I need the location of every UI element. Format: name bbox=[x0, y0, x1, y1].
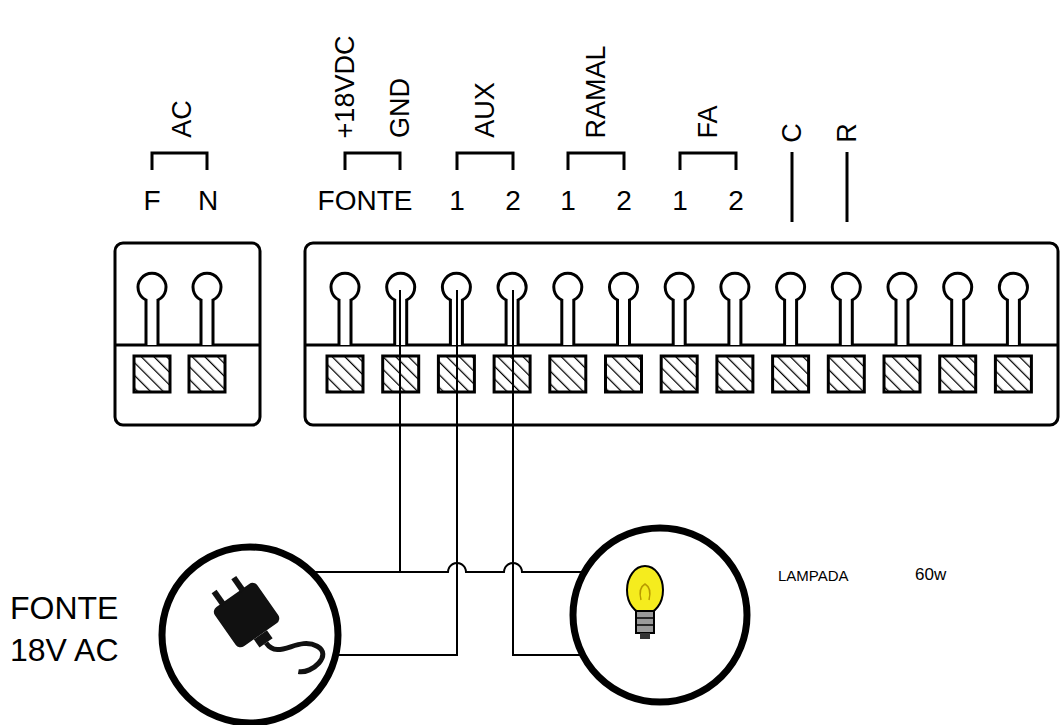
pin-label: N bbox=[198, 187, 218, 215]
ac-terminal-block bbox=[115, 243, 260, 425]
screw-hole bbox=[944, 273, 972, 345]
screw-hole bbox=[721, 273, 749, 345]
group-label: +18VDC bbox=[332, 35, 359, 138]
brackets bbox=[152, 152, 847, 222]
lamp: LAMPADA60w bbox=[573, 528, 747, 702]
pin-label: 1 bbox=[560, 187, 576, 215]
terminal-screw bbox=[327, 356, 363, 392]
group-label: FA bbox=[695, 105, 722, 138]
terminal-screw bbox=[550, 356, 586, 392]
terminal-screw bbox=[828, 356, 864, 392]
bulb-icon bbox=[627, 566, 663, 639]
group-label: AC bbox=[169, 100, 196, 138]
screw-hole bbox=[554, 273, 582, 345]
wires bbox=[336, 290, 583, 655]
terminal-screw bbox=[940, 356, 976, 392]
terminal-screw bbox=[661, 356, 697, 392]
block-divider bbox=[115, 344, 260, 347]
terminal-screw bbox=[717, 356, 753, 392]
terminal-screw bbox=[773, 356, 809, 392]
pin-label: 1 bbox=[449, 187, 465, 215]
screw-hole bbox=[777, 273, 805, 345]
pin-label: 2 bbox=[728, 187, 744, 215]
screw-hole bbox=[138, 273, 166, 345]
screw-hole bbox=[193, 273, 221, 345]
screw-hole bbox=[331, 273, 359, 345]
power-supply-circle bbox=[162, 547, 338, 723]
screw-hole bbox=[609, 273, 637, 345]
pin-label: 2 bbox=[616, 187, 632, 215]
group-label: C bbox=[779, 123, 806, 143]
power-supply: FONTE 18V AC bbox=[162, 547, 338, 723]
wire bbox=[310, 563, 586, 572]
node-caption: LAMPADA bbox=[778, 568, 849, 585]
group-label: RAMAL bbox=[583, 45, 610, 138]
lamp-circle bbox=[573, 528, 747, 702]
terminal-screw bbox=[995, 356, 1031, 392]
screw-hole bbox=[665, 273, 693, 345]
group-label: R bbox=[834, 123, 861, 143]
screw-hole bbox=[832, 273, 860, 345]
pin-label: FONTE bbox=[318, 187, 413, 215]
terminal-screw bbox=[606, 356, 642, 392]
pin-label: 1 bbox=[672, 187, 688, 215]
terminals bbox=[134, 273, 1031, 392]
terminal-screw bbox=[884, 356, 920, 392]
screw-hole bbox=[999, 273, 1027, 345]
group-label: AUX bbox=[472, 82, 499, 138]
terminal-screw bbox=[134, 356, 170, 392]
node-caption: 60w bbox=[915, 566, 946, 585]
node-caption: FONTE 18V AC bbox=[10, 588, 155, 671]
pin-label: F bbox=[143, 187, 160, 215]
group-label: GND bbox=[387, 78, 414, 138]
pin-label: 2 bbox=[505, 187, 521, 215]
screw-hole bbox=[888, 273, 916, 345]
main-terminal-block bbox=[305, 243, 1058, 425]
terminal-screw bbox=[189, 356, 225, 392]
adapter-icon bbox=[203, 560, 327, 697]
